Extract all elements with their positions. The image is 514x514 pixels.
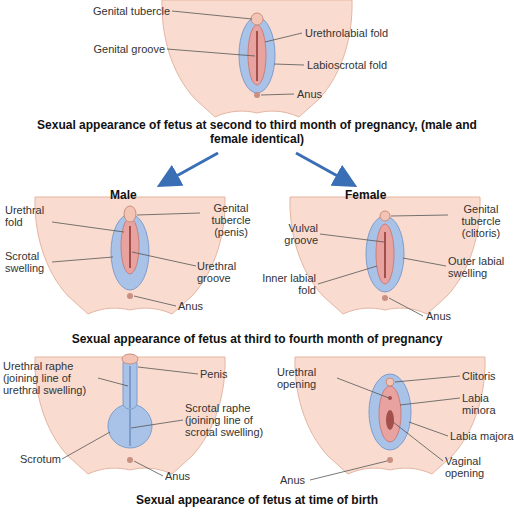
leader-line (310, 461, 387, 480)
part-label: Genital tubercle (50, 5, 170, 17)
branch-arrow (162, 153, 218, 184)
leader-line (395, 376, 460, 382)
part-label: Clitoris (462, 370, 514, 382)
part-label: Scrotum (20, 453, 80, 465)
branch-heading: Male (110, 188, 170, 202)
urethral-raphe (129, 366, 131, 408)
branch-heading: Female (345, 188, 405, 202)
labia-majora (369, 374, 411, 450)
part-label: Urethrolabial fold (305, 27, 415, 39)
part-label: Urethral raphe (joining line of urethral… (3, 360, 99, 396)
part-label: Anus (426, 310, 466, 322)
anus (387, 457, 393, 463)
part-label: Outer labial swelling (448, 255, 510, 279)
anus (127, 457, 133, 463)
inner-labial-fold (376, 224, 394, 284)
part-label: Vaginal opening (445, 455, 514, 479)
leader-line (138, 367, 198, 374)
leader-line (400, 398, 460, 405)
scrotal-swelling (111, 214, 149, 290)
leader-line (274, 64, 304, 65)
leader-line (265, 33, 302, 42)
leader-line (403, 258, 446, 266)
outer-labial-swelling (366, 216, 404, 292)
genital-tubercle (124, 206, 136, 222)
part-label: Genital tubercle (clitoris) (449, 203, 513, 239)
leader-line (137, 213, 200, 215)
leader-line (98, 378, 128, 386)
urethral-groove (129, 226, 131, 268)
leader-line (131, 420, 183, 428)
part-label: Labia minora (462, 392, 514, 416)
clitoris (386, 378, 394, 386)
branch-arrow (296, 153, 352, 184)
part-label: Genital groove (45, 43, 165, 55)
leader-line (52, 257, 113, 262)
fetus-male-mid (35, 197, 225, 314)
urethrolabial-fold (248, 25, 266, 85)
labia-minora (379, 386, 401, 442)
leader-line (389, 298, 423, 316)
leader-line (393, 422, 443, 461)
anus (127, 293, 133, 299)
scrotal-raphe (129, 408, 131, 446)
part-label: Vulval groove (262, 222, 318, 246)
leader-line (62, 432, 110, 459)
part-label: Anus (297, 88, 337, 100)
part-label: Penis (200, 368, 250, 380)
part-label: Anus (178, 300, 218, 312)
glans (122, 354, 138, 364)
part-label: Labioscrotal fold (307, 59, 417, 71)
leader-line (134, 461, 163, 476)
part-label: Labia majora (450, 430, 514, 442)
part-label: Anus (280, 474, 320, 486)
vaginal-opening (386, 410, 394, 430)
urethral-fold (121, 218, 139, 274)
body-outline (35, 197, 225, 314)
penis (123, 357, 137, 409)
part-label: Genital tubercle (penis) (200, 202, 262, 238)
part-label: Scrotal swelling (5, 250, 57, 274)
anus (254, 92, 260, 98)
part-label: Urethral groove (197, 260, 252, 284)
leader-line (409, 422, 448, 436)
leader-line (172, 11, 252, 19)
part-label: Inner labial fold (262, 272, 316, 296)
genital-tubercle (380, 211, 390, 221)
part-label: Scrotal raphe (joining line of scrotal s… (185, 402, 285, 438)
leader-line (337, 378, 389, 398)
leader-line (391, 215, 448, 216)
fetus-early (162, 0, 352, 117)
part-label: Urethral opening (277, 366, 337, 390)
genital-tubercle (251, 13, 263, 25)
figure-caption: Sexual appearance of fetus at third to f… (17, 332, 497, 346)
leader-line (132, 252, 196, 266)
figure-caption: Sexual appearance of fetus at second to … (37, 118, 477, 146)
vulval-groove (384, 232, 386, 278)
figure-caption: Sexual appearance of fetus at time of bi… (17, 493, 497, 507)
anus (382, 295, 388, 301)
leader-line (167, 49, 255, 56)
leader-lines (52, 11, 460, 480)
leader-line (261, 94, 294, 95)
leader-line (318, 266, 377, 284)
leader-line (134, 296, 176, 306)
part-label: Anus (165, 470, 205, 482)
leader-line (52, 222, 124, 232)
leader-line (320, 234, 384, 242)
genital-groove (256, 31, 258, 81)
part-label: Urethral fold (5, 204, 57, 228)
body-outline (162, 0, 352, 117)
